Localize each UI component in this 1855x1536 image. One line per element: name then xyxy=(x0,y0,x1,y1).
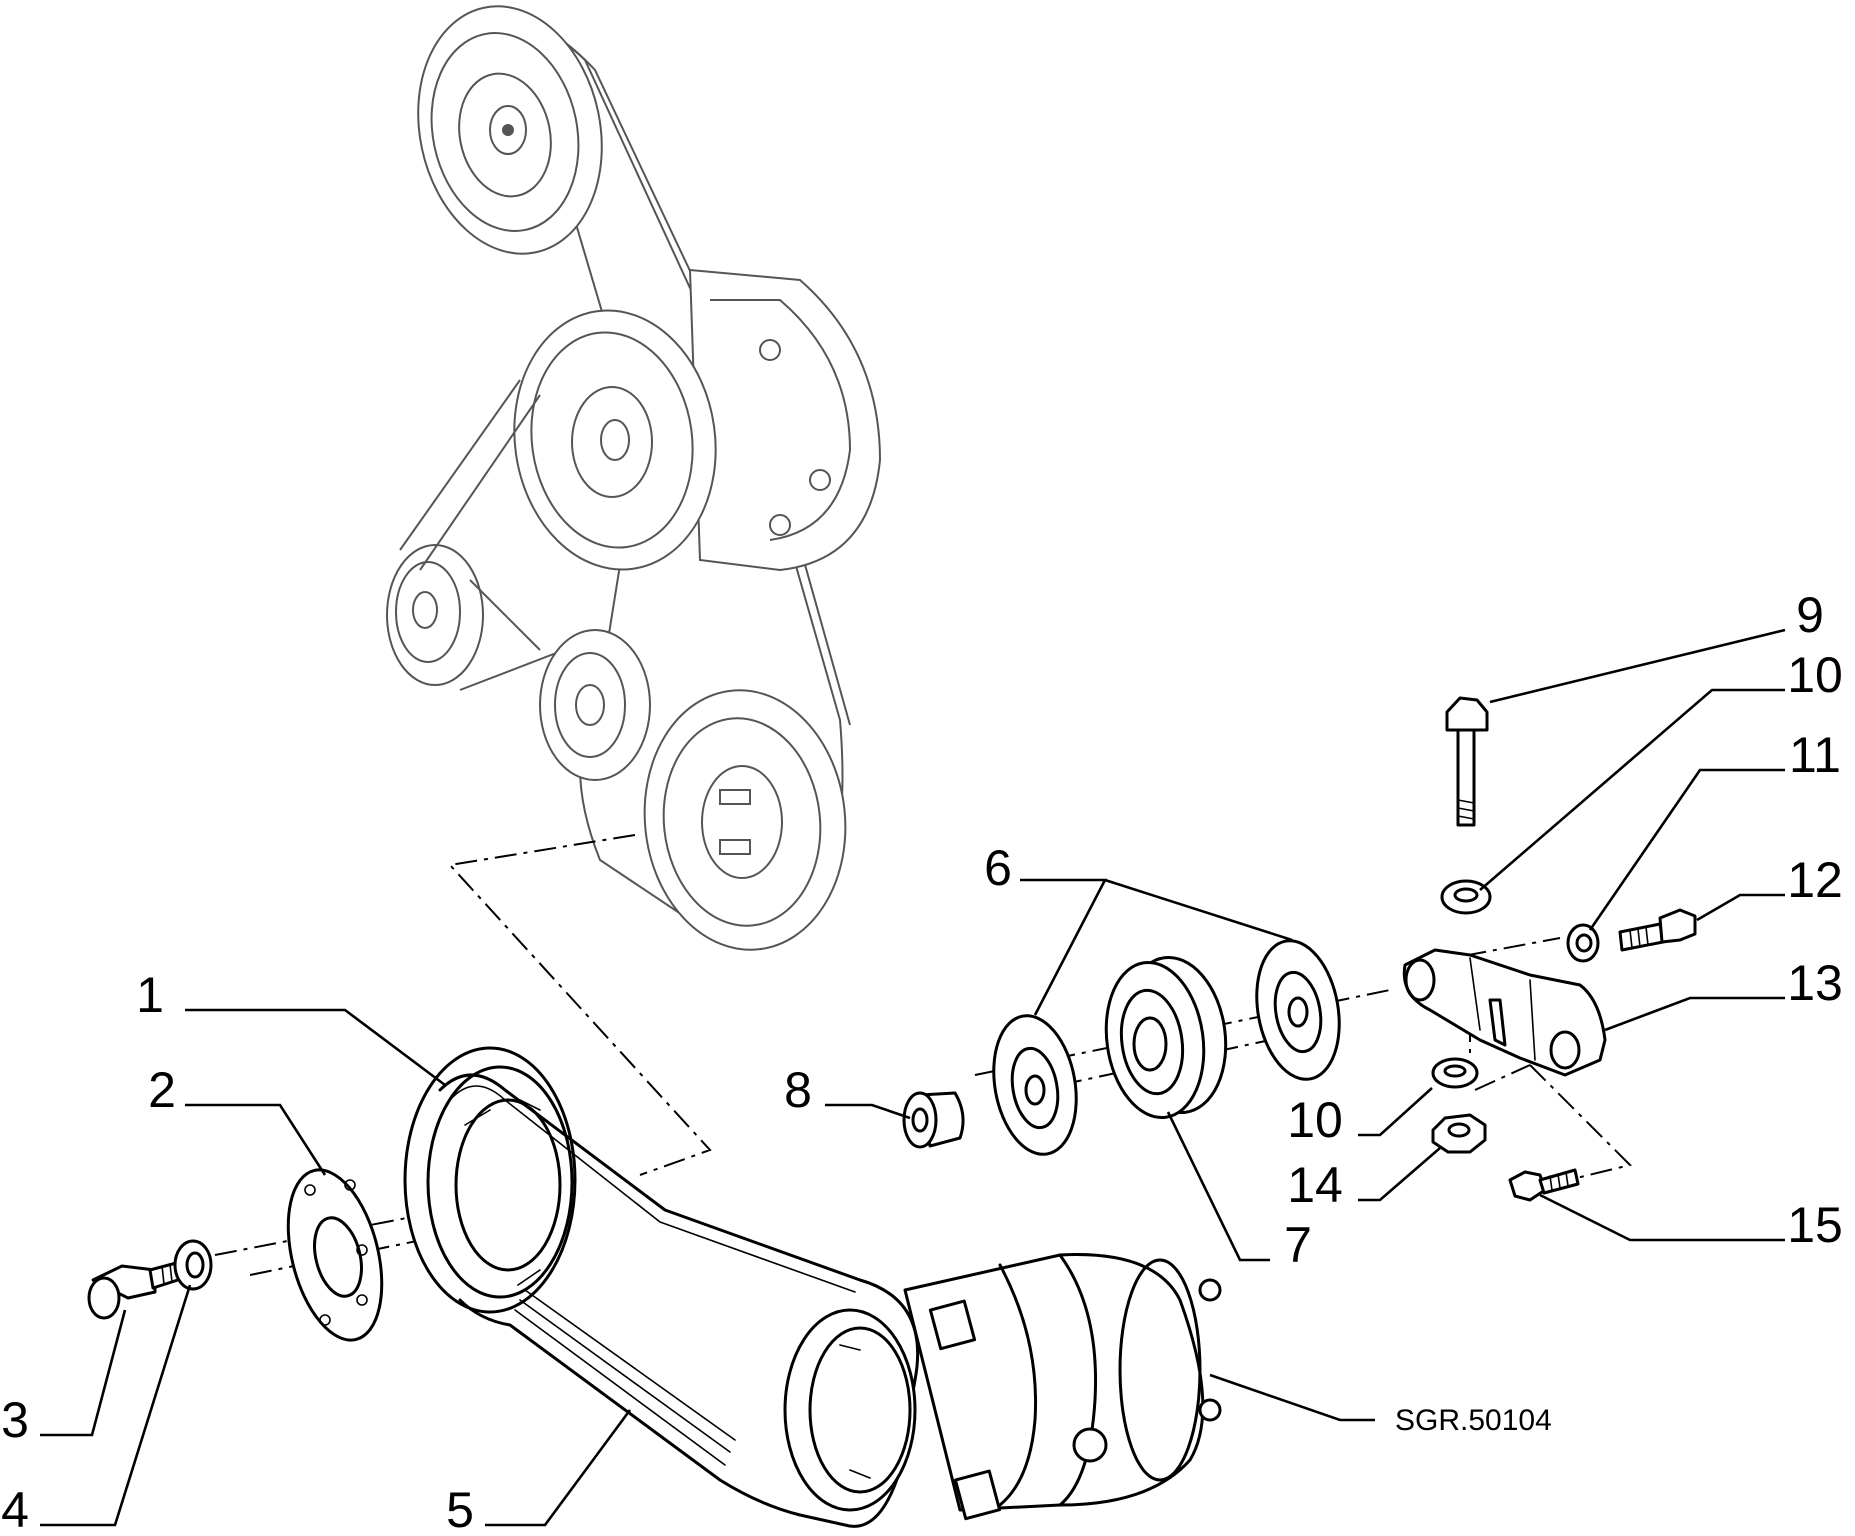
alternator-pulley xyxy=(513,309,717,571)
part-1-tensioner-pulley xyxy=(403,1046,577,1314)
callout-15: 15 xyxy=(1787,1197,1843,1253)
power-steering-pulley xyxy=(386,379,591,691)
callout-3: 3 xyxy=(1,1392,29,1448)
callout-4: 4 xyxy=(1,1482,29,1536)
part-10-washer-lower xyxy=(1431,1057,1479,1089)
part-13-bracket xyxy=(1402,948,1607,1077)
part-2-plate xyxy=(286,1168,384,1342)
part-11-washer xyxy=(1566,923,1600,963)
idler-pulley-upper xyxy=(539,629,651,781)
part-4-washer xyxy=(173,1239,213,1291)
callout-9: 9 xyxy=(1796,587,1824,643)
callout-6: 6 xyxy=(984,840,1012,896)
callout-8: 8 xyxy=(784,1062,812,1118)
top-pulley xyxy=(417,5,603,255)
callout-11: 11 xyxy=(1789,727,1841,783)
leader-lines xyxy=(40,628,1786,1527)
callout-13: 13 xyxy=(1787,955,1843,1011)
part-15-bolt xyxy=(1508,1168,1580,1202)
callout-10-lower: 10 xyxy=(1287,1092,1343,1148)
callout-2: 2 xyxy=(148,1062,176,1118)
tensioner-lower-pulley xyxy=(783,1308,917,1512)
part-5-belt xyxy=(438,1073,920,1528)
part-3-bolt xyxy=(87,1260,186,1320)
part-10-washer-upper xyxy=(1440,879,1492,915)
engine-belt-overview xyxy=(386,5,882,951)
callout-5: 5 xyxy=(446,1482,474,1536)
part-9-long-bolt xyxy=(1445,696,1489,827)
part-6-flange-right xyxy=(1255,939,1341,1081)
callout-7: 7 xyxy=(1284,1217,1312,1273)
crankshaft-pulley xyxy=(643,689,847,951)
alternator-housing xyxy=(688,268,882,572)
tensioner-body xyxy=(903,1253,1222,1521)
part-8-bushing xyxy=(902,1091,965,1149)
drawing-reference-code: SGR.50104 xyxy=(1395,1404,1552,1437)
part-6-flange-left xyxy=(992,1014,1078,1156)
callout-1: 1 xyxy=(136,967,164,1023)
part-14-nut xyxy=(1431,1113,1487,1154)
part-7-bearing xyxy=(1104,955,1228,1120)
callout-labels: 1 2 3 4 5 6 7 8 9 10 11 12 13 10 14 15 xyxy=(1,587,1843,1536)
callout-12: 12 xyxy=(1787,852,1843,908)
callout-14: 14 xyxy=(1287,1157,1343,1213)
part-12-bolt xyxy=(1618,908,1697,952)
callout-10-upper: 10 xyxy=(1787,647,1843,703)
